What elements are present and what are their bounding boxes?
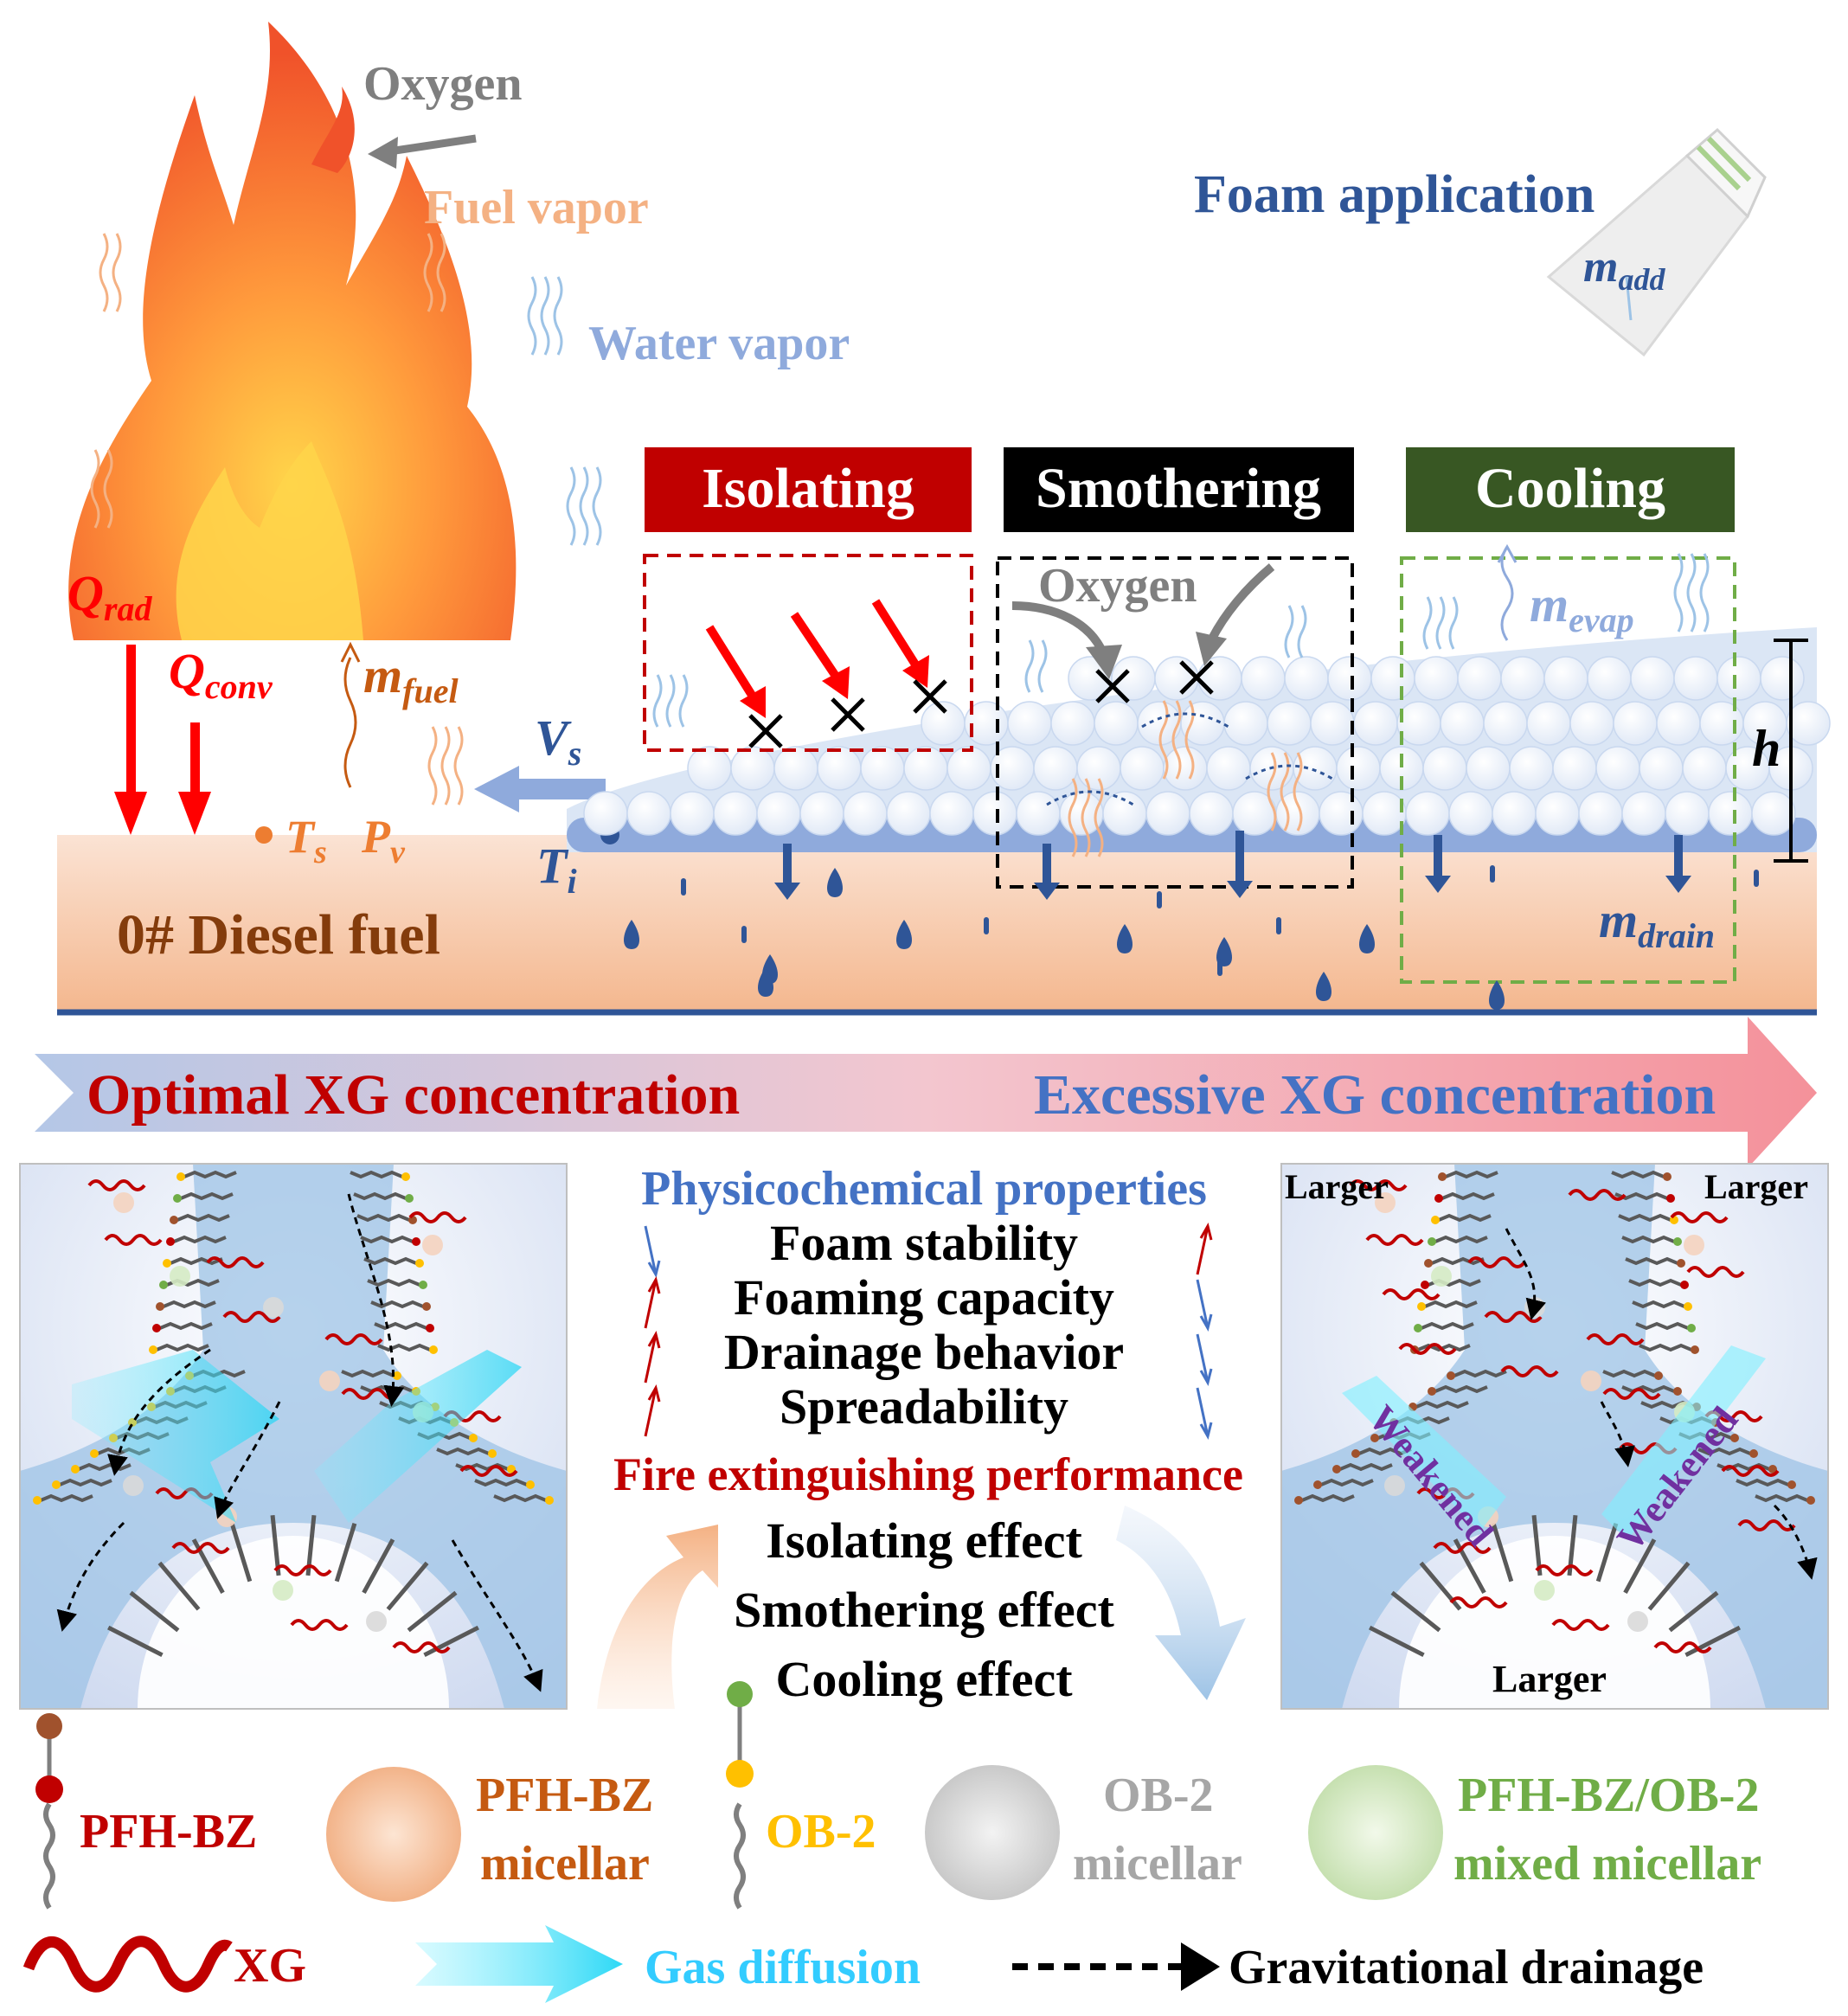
legend-mixed-micellar-sphere: [1308, 1765, 1443, 1900]
p-v-symbol: Pv: [361, 811, 406, 870]
excessive-foam-structure-panel: [1280, 1163, 1829, 1710]
legend-pfh-bz-micellar-label-1: PFH-BZ: [476, 1769, 653, 1822]
performance-down-arrow: [1116, 1506, 1246, 1700]
legend-pfh-bz-label: PFH-BZ: [80, 1805, 257, 1859]
legend-gas-diffusion-arrow: [415, 1925, 623, 2003]
heat-flux-arrows: [114, 645, 211, 835]
oxygen-arrow: [388, 134, 477, 156]
optimal-foam-structure-panel: [19, 1163, 568, 1710]
surface-temperature-point: [255, 826, 273, 844]
spreading-velocity-arrow: [474, 766, 606, 812]
smothering-header-label: Smothering: [1036, 457, 1321, 520]
q-conv-symbol: Qconv: [169, 643, 273, 706]
legend-pfh-bz-micellar-label-2: micellar: [480, 1837, 650, 1891]
legend-xg-chain: [22, 1936, 233, 1993]
cooling-box: [1400, 556, 1736, 984]
v-s-symbol: Vs: [535, 709, 581, 773]
legend-mixed-micellar-label-1: PFH-BZ/OB-2: [1458, 1769, 1759, 1822]
radiation-blocked-arrows: [705, 599, 929, 718]
drainage-arrows: [774, 831, 1691, 900]
foam-nozzle: [1546, 127, 1767, 357]
larger-label-top-right: Larger: [1704, 1167, 1808, 1206]
smothering-oxygen-arrow-right: [1207, 563, 1275, 643]
diesel-fuel-label: 0# Diesel fuel: [117, 903, 440, 966]
flame: [68, 22, 517, 640]
legend-pfh-bz-molecule: [35, 1713, 63, 1910]
legend-ob2-label: OB-2: [766, 1805, 876, 1859]
evaporation-arrow: [1500, 546, 1514, 641]
smothering-header: [1004, 447, 1354, 532]
m-evap-symbol: mevap: [1530, 576, 1634, 639]
m-drain-symbol: mdrain: [1599, 892, 1715, 955]
smothering-oxygen-arrow-left: [1011, 601, 1107, 656]
m-add-symbol: madd: [1583, 242, 1665, 297]
property-trend-arrows: [644, 1223, 1213, 1440]
legend-drainage-arrowhead: [1181, 1942, 1220, 1991]
performance-up-arrow: [597, 1525, 718, 1709]
smothering-vapor: [652, 553, 1710, 857]
cooling-header-label: Cooling: [1475, 457, 1665, 520]
legend-gas-diffusion-label: Gas diffusion: [645, 1941, 921, 1994]
properties-title: Physicochemical properties: [641, 1162, 1207, 1216]
isolating-header: [645, 447, 972, 532]
isolating-box: [643, 554, 973, 752]
optimal-xg-label: Optimal XG concentration: [87, 1063, 740, 1127]
thickness-symbol: h: [1752, 720, 1781, 777]
m-fuel-symbol: mfuel: [363, 647, 459, 710]
effect-smothering: Smothering effect: [734, 1582, 1114, 1638]
property-drainage-behavior: Drainage behavior: [724, 1324, 1124, 1380]
water-droplets: [624, 865, 1759, 1010]
effect-isolating: Isolating effect: [766, 1512, 1082, 1569]
foam-bubbles: [583, 656, 1831, 836]
legend-gravitational-drainage-label: Gravitational drainage: [1229, 1941, 1704, 1994]
water-vapor-label: Water vapor: [588, 317, 850, 370]
smothering-box: [996, 556, 1354, 889]
larger-label-top-left: Larger: [1285, 1167, 1389, 1206]
q-rad-symbol: Qrad: [67, 565, 152, 628]
performance-title: Fire extinguishing performance: [613, 1448, 1243, 1500]
xg-concentration-arrow: [35, 1017, 1817, 1168]
cooling-header: [1406, 447, 1735, 532]
oxygen-label: Oxygen: [363, 57, 523, 111]
property-foaming-capacity: Foaming capacity: [734, 1269, 1114, 1326]
isolating-header-label: Isolating: [702, 457, 914, 520]
legend-ob2-micellar-sphere: [925, 1765, 1060, 1900]
effect-cooling: Cooling effect: [775, 1651, 1073, 1707]
t-s-symbol: Ts: [286, 811, 327, 870]
foam-application-label: Foam application: [1194, 165, 1595, 224]
excessive-xg-label: Excessive XG concentration: [1034, 1063, 1716, 1127]
legend-pfh-bz-micellar-sphere: [326, 1767, 461, 1902]
legend-mixed-micellar-label-2: mixed micellar: [1453, 1837, 1761, 1891]
property-foam-stability: Foam stability: [770, 1215, 1078, 1271]
fuel-evaporation-arrow: [343, 657, 357, 788]
foam-thickness-indicator: [1774, 639, 1808, 863]
blocked-marks: [748, 660, 1214, 748]
smothering-oxygen-label: Oxygen: [1038, 559, 1197, 613]
larger-label-bottom: Larger: [1492, 1658, 1607, 1700]
legend-xg-label: XG: [234, 1939, 306, 1993]
t-i-symbol: Ti: [536, 838, 577, 901]
legend-ob2-molecule: [726, 1681, 754, 1910]
fuel-vapor-label: Fuel vapor: [424, 181, 649, 234]
property-spreadability: Spreadability: [780, 1378, 1068, 1435]
vapor-wiggles: [90, 233, 602, 806]
legend-ob2-micellar-label-2: micellar: [1073, 1837, 1242, 1891]
legend-ob2-micellar-label-1: OB-2: [1103, 1769, 1214, 1822]
